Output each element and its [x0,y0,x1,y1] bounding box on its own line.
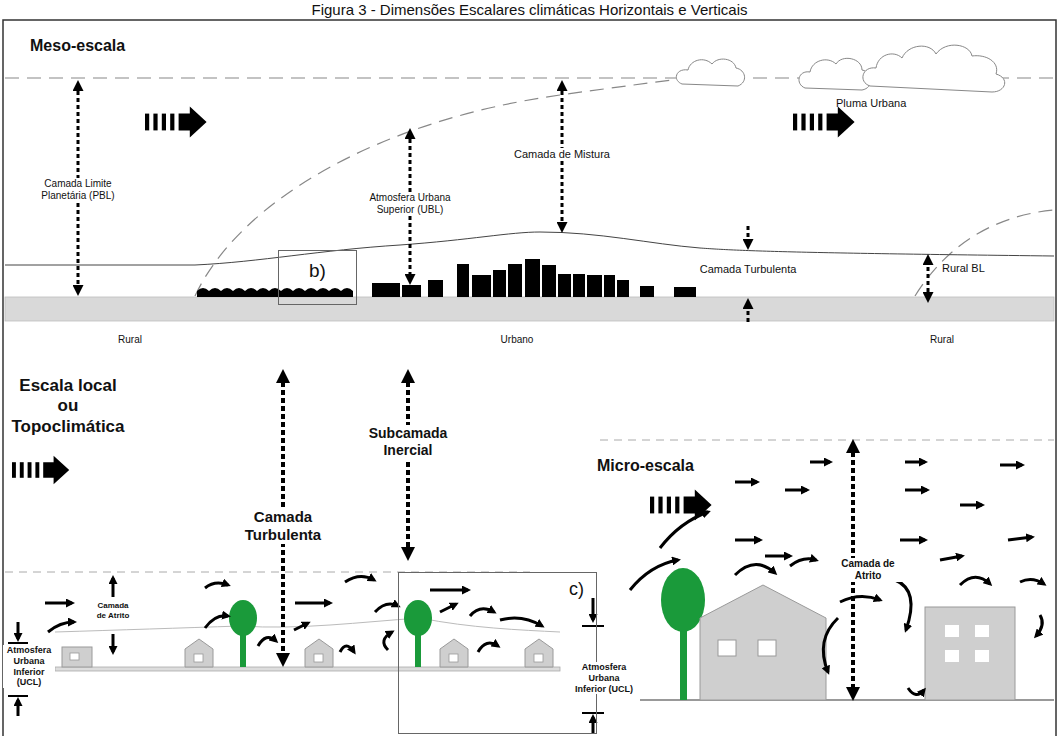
scale-heading: Micro-escala [597,456,737,475]
layer-label: Camada Limite Planetária (PBL) [30,178,126,202]
layer-label: Camada de Atrito [92,601,134,620]
layer-label: Camada Turbulenta [683,263,813,276]
layer-label: Atmosfera Urbana Superior (UBL) [358,192,462,216]
zone-label: Urbano [487,334,547,346]
layer-label: Camada de Atrito [828,558,908,582]
layer-label: Subcamada Inercial [358,425,458,459]
layer-label: Camada Turbulenta [227,508,339,544]
inset-label: b) [283,260,352,282]
inset-box: c) [398,572,597,734]
scale-heading: Meso-escala [30,36,170,55]
zone-label: Rural [912,334,972,346]
layer-label: Rural BL [942,262,1012,275]
plume-label: Pluma Urbana [836,97,946,110]
layer-label: Camada de Mistura [502,148,622,161]
zone-label: Rural [100,334,160,346]
inset-box: b) [278,250,357,305]
scale-heading: Escala local ou Topoclimática [8,376,128,437]
inset-label: c) [411,579,584,600]
figure-title: Figura 3 - Dimensões Escalares climática… [0,1,1059,19]
layer-label: Atmosfera Urbana Inferior (UCL) [3,645,55,688]
layer-label: Atmosfera Urbana Inferior (UCL) [575,662,633,694]
